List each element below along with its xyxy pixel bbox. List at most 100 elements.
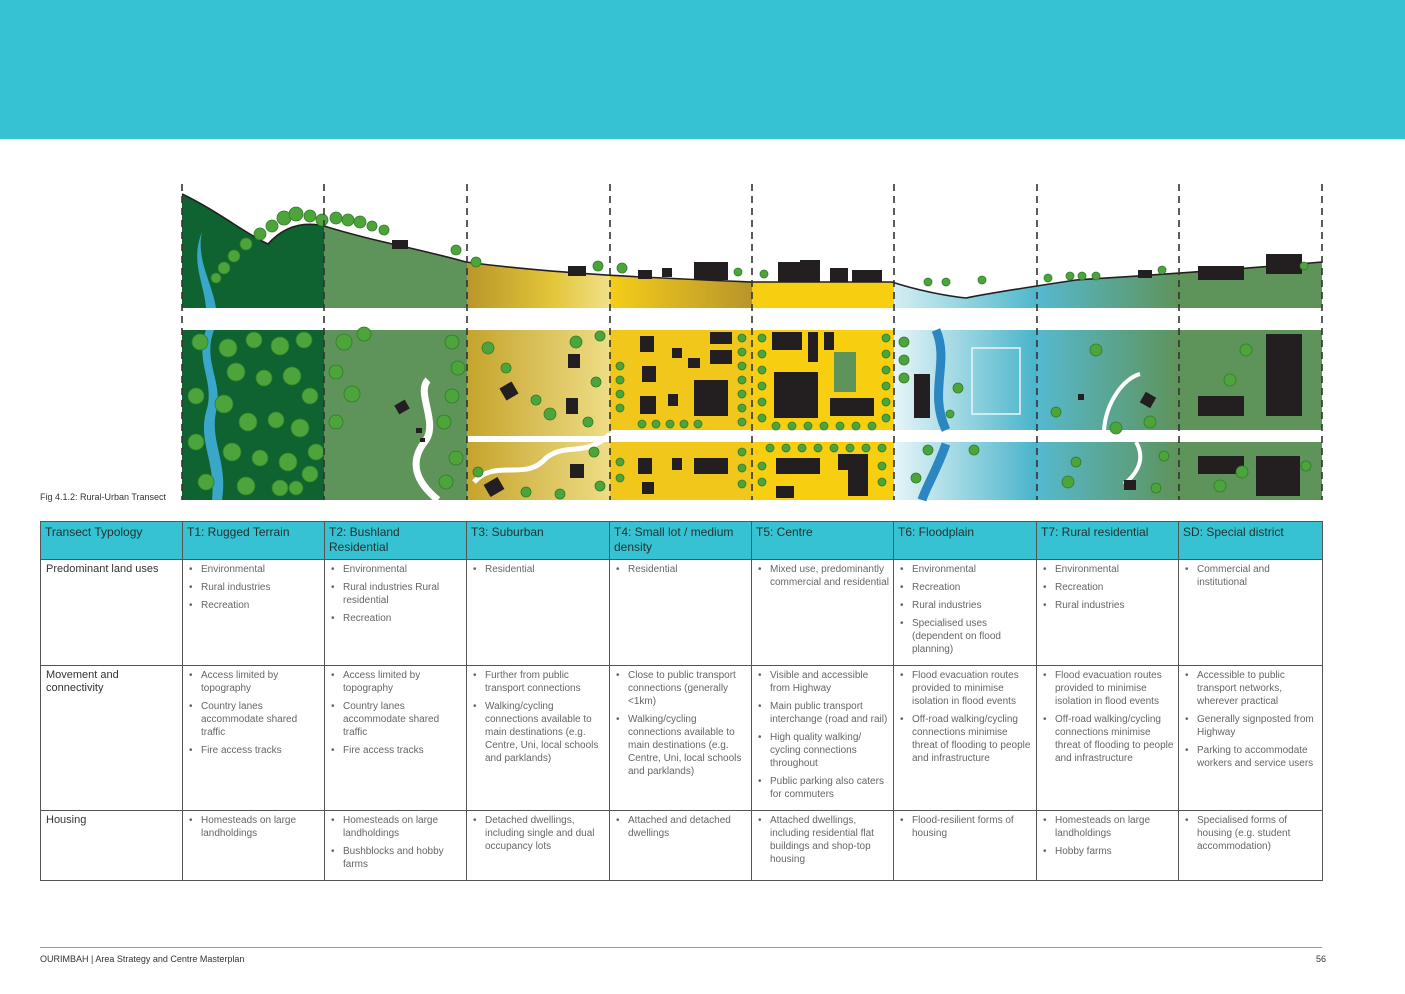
list-item: Close to public transport connections (g…: [616, 669, 747, 708]
column-header: T4: Small lot / medium density: [609, 521, 752, 560]
list-item: Rural industries: [900, 599, 1032, 612]
tree-icon: [881, 349, 891, 359]
tree-icon: [835, 421, 845, 431]
footer-title: OURIMBAH | Area Strategy and Centre Mast…: [40, 954, 245, 964]
tree-icon: [737, 479, 747, 489]
list-item: Mixed use, predominantly commercial and …: [758, 563, 889, 589]
list-item: Detached dwellings, including single and…: [473, 814, 605, 853]
tree-icon: [267, 411, 285, 429]
tree-icon: [594, 330, 606, 342]
tree-icon: [438, 474, 454, 490]
section-buildings: [392, 240, 1302, 282]
list-item: Flood evacuation routes provided to mini…: [1043, 669, 1174, 708]
tree-icon: [898, 372, 910, 384]
tree-icon: [530, 394, 542, 406]
tree-icon: [239, 237, 253, 251]
tree-icon: [356, 326, 372, 342]
tree-icon: [757, 413, 767, 423]
list-item: Off-road walking/cycling connections min…: [900, 713, 1032, 765]
tree-icon: [450, 244, 462, 256]
table-row: Movement and connectivityAccess limited …: [40, 665, 1323, 811]
tree-icon: [378, 224, 390, 236]
tree-icon: [923, 277, 933, 287]
tree-icon: [945, 409, 955, 419]
tree-icon: [472, 466, 484, 478]
tree-icon: [307, 443, 325, 461]
tree-icon: [757, 461, 767, 471]
tree-icon: [1300, 460, 1312, 472]
tree-icon: [303, 209, 317, 223]
bullet-list: Further from public transport connection…: [471, 669, 605, 765]
list-item: Environmental: [900, 563, 1032, 576]
tree-icon: [1235, 465, 1249, 479]
list-item: Hobby farms: [1043, 845, 1174, 858]
tree-icon: [191, 333, 209, 351]
tree-icon: [226, 362, 246, 382]
list-item: Recreation: [331, 612, 462, 625]
table-cell: EnvironmentalRural industries Rural resi…: [324, 559, 467, 666]
column-header: Transect Typology: [40, 521, 183, 560]
tree-icon: [481, 341, 495, 355]
tree-icon: [737, 333, 747, 343]
tree-icon: [1043, 273, 1053, 283]
tree-icon: [877, 461, 887, 471]
tree-icon: [968, 444, 980, 456]
table-cell: Detached dwellings, including single and…: [466, 810, 610, 881]
tree-icon: [1213, 479, 1227, 493]
list-item: Rural industries Rural residential: [331, 581, 462, 607]
tree-icon: [217, 261, 231, 275]
tree-icon: [290, 418, 310, 438]
tree-icon: [1050, 406, 1062, 418]
tree-icon: [737, 463, 747, 473]
list-item: Environmental: [331, 563, 462, 576]
list-item: Recreation: [1043, 581, 1174, 594]
table-cell: Access limited by topographyCountry lane…: [182, 665, 325, 811]
tree-icon: [615, 375, 625, 385]
section-creek: [197, 232, 216, 308]
plan-t4-south: [610, 442, 752, 500]
tree-icon: [353, 215, 367, 229]
tree-icon: [819, 421, 829, 431]
list-item: Specialised forms of housing (e.g. stude…: [1185, 814, 1318, 853]
tree-icon: [470, 256, 482, 268]
bullet-list: Homesteads on large landholdingsHobby fa…: [1041, 814, 1174, 858]
plan-t5-south: [752, 442, 894, 500]
bullet-list: Attached dwellings, including residentia…: [756, 814, 889, 866]
tree-icon: [270, 336, 290, 356]
tree-icon: [245, 331, 263, 349]
tree-icon: [615, 403, 625, 413]
table-row: HousingHomesteads on large landholdingsH…: [40, 810, 1323, 881]
plan-t1-creek: [202, 330, 224, 500]
plan-t6-river: [917, 328, 951, 502]
list-item: Rural industries: [1043, 599, 1174, 612]
tree-icon: [737, 447, 747, 457]
table-cell: Commercial and institutional: [1178, 559, 1323, 666]
table-row: Predominant land usesEnvironmentalRural …: [40, 559, 1323, 666]
tree-icon: [328, 364, 344, 380]
tree-icon: [737, 361, 747, 371]
list-item: Commercial and institutional: [1185, 563, 1318, 589]
tree-icon: [845, 443, 855, 453]
tree-icon: [450, 360, 466, 376]
tree-icon: [898, 336, 910, 348]
tree-icon: [737, 417, 747, 427]
tree-icon: [500, 362, 512, 374]
tree-icon: [1089, 343, 1103, 357]
list-item: Access limited by topography: [189, 669, 320, 695]
tree-icon: [757, 365, 767, 375]
transect-dividers: [181, 184, 1323, 500]
tree-icon: [271, 479, 289, 497]
section-t5: [752, 194, 894, 308]
footer-rule: [40, 947, 1322, 948]
bullet-list: Access limited by topographyCountry lane…: [329, 669, 462, 757]
tree-icon: [757, 381, 767, 391]
table-cell: Visible and accessible from HighwayMain …: [751, 665, 894, 811]
column-header: T7: Rural residential: [1036, 521, 1179, 560]
tree-icon: [787, 421, 797, 431]
bullet-list: Flood-resilient forms of housing: [898, 814, 1032, 840]
tree-icon: [278, 452, 298, 472]
tree-icon: [877, 477, 887, 487]
tree-icon: [615, 361, 625, 371]
tree-icon: [637, 419, 647, 429]
